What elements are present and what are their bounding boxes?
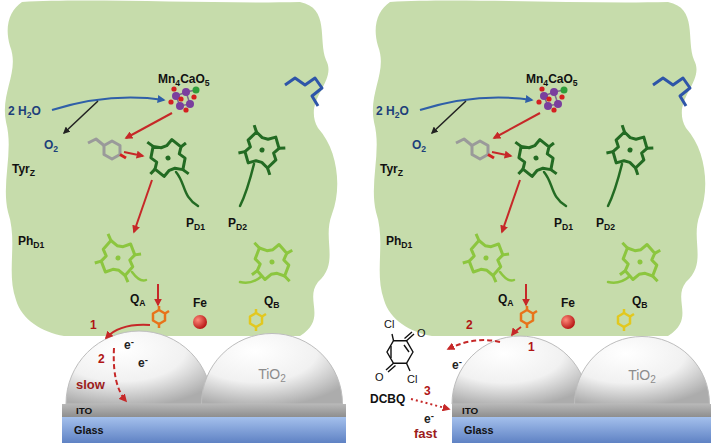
dcbq-molecule: [407, 363, 411, 371]
cofactor-label: PD1: [554, 216, 573, 230]
subscript: D2: [236, 222, 247, 232]
product-label: O2: [44, 138, 58, 152]
cofactor-label: PhD1: [18, 234, 44, 248]
superscript: -: [131, 336, 134, 347]
cofactor-label: QB: [632, 294, 648, 308]
molecule-label: DCBQ: [370, 392, 405, 406]
electron-transfer-arrows: [114, 348, 126, 401]
atom-label: O: [417, 327, 426, 340]
subscript: B: [641, 300, 647, 310]
subscript: Z: [398, 168, 403, 178]
layer-label: ITO: [76, 404, 346, 417]
subscript: Z: [30, 168, 35, 178]
subscript: 5: [205, 78, 210, 88]
cofactor-label: TyrZ: [12, 162, 35, 176]
subscript: 2: [27, 110, 32, 120]
superscript: -: [431, 410, 434, 421]
step-number: 1: [528, 340, 535, 354]
subscript: D1: [401, 240, 412, 250]
cofactor-label: PD1: [186, 216, 205, 230]
cofactor-label: Mn4CaO5: [526, 72, 578, 86]
ito-layer: ITO: [62, 404, 346, 417]
tio2-particle: [66, 331, 212, 404]
rate-label: fast: [414, 427, 437, 441]
tio2-particle: TiO2: [201, 333, 343, 404]
dcbq-molecule: [387, 341, 413, 364]
subscript: D2: [604, 222, 615, 232]
atom-label: Cl: [384, 318, 394, 331]
glass-substrate: Glass: [452, 417, 711, 443]
step-number: 1: [90, 318, 97, 332]
layer-label: ITO: [462, 404, 711, 417]
atom-label: O: [375, 371, 384, 384]
material-label: TiO2: [258, 366, 286, 382]
subscript: 5: [573, 78, 578, 88]
left-panel: [5, 1, 337, 336]
dcbq-molecule: [405, 332, 415, 341]
subscript: D1: [562, 222, 573, 232]
subscript: 2: [280, 373, 286, 384]
electron-transfer-arrows: [448, 340, 500, 349]
step-number: 2: [466, 318, 473, 332]
particle-shape: [202, 334, 343, 405]
particle-shape: [575, 337, 710, 405]
dcbq-molecule: [386, 332, 414, 372]
atom-label: Cl: [407, 373, 417, 386]
glass-substrate: Glass: [62, 417, 346, 443]
subscript: B: [273, 300, 279, 310]
subscript: D1: [33, 240, 44, 250]
electron-label: e-: [138, 356, 148, 370]
cofactor-label: Fe: [193, 296, 207, 310]
electron-label: e-: [124, 338, 134, 352]
subscript: D1: [194, 222, 205, 232]
dcbq-molecule: [391, 345, 409, 358]
tio2-particle: TiO2: [574, 336, 710, 404]
ito-layer: ITO: [452, 404, 711, 417]
electron-label: e-: [424, 412, 434, 426]
right-panel: [373, 1, 705, 336]
subscript: A: [139, 298, 145, 308]
cofactor-label: TyrZ: [380, 162, 403, 176]
superscript: -: [145, 354, 148, 365]
subscript: 2: [395, 110, 400, 120]
cofactor-label: PD2: [596, 216, 615, 230]
electron-transfer-arrows: [106, 325, 521, 409]
electron-transfer-arrows: [512, 327, 521, 335]
tio2-particle: [452, 336, 588, 404]
subscript: 2: [650, 374, 656, 385]
cofactor-label: PD2: [228, 216, 247, 230]
step-number: 3: [424, 384, 431, 398]
cofactor-label: QA: [130, 292, 146, 306]
cofactor-label: PhD1: [386, 234, 412, 248]
subscript: 4: [175, 78, 180, 88]
subscript: 2: [53, 144, 58, 154]
cofactor-label: Mn4CaO5: [158, 72, 210, 86]
subscript: A: [507, 298, 513, 308]
cofactor-label: Fe: [561, 296, 575, 310]
subscript: 4: [543, 78, 548, 88]
rate-label: slow: [76, 378, 105, 392]
superscript: -: [459, 356, 462, 367]
subscript: 2: [421, 144, 426, 154]
electron-transfer-arrows: [106, 325, 150, 338]
layer-label: Glass: [464, 417, 711, 443]
layer-label: Glass: [74, 417, 346, 443]
electron-label: e-: [452, 358, 462, 372]
dcbq-molecule: [386, 363, 396, 372]
substrate-label: 2 H2O: [8, 104, 41, 118]
product-label: O2: [412, 138, 426, 152]
material-label: TiO2: [628, 367, 656, 383]
substrate-label: 2 H2O: [376, 104, 409, 118]
cofactor-label: QA: [498, 292, 514, 306]
dcbq-molecule: [392, 334, 394, 341]
electron-transfer-arrows: [411, 399, 449, 409]
step-number: 2: [98, 352, 105, 366]
cofactor-label: QB: [264, 294, 280, 308]
